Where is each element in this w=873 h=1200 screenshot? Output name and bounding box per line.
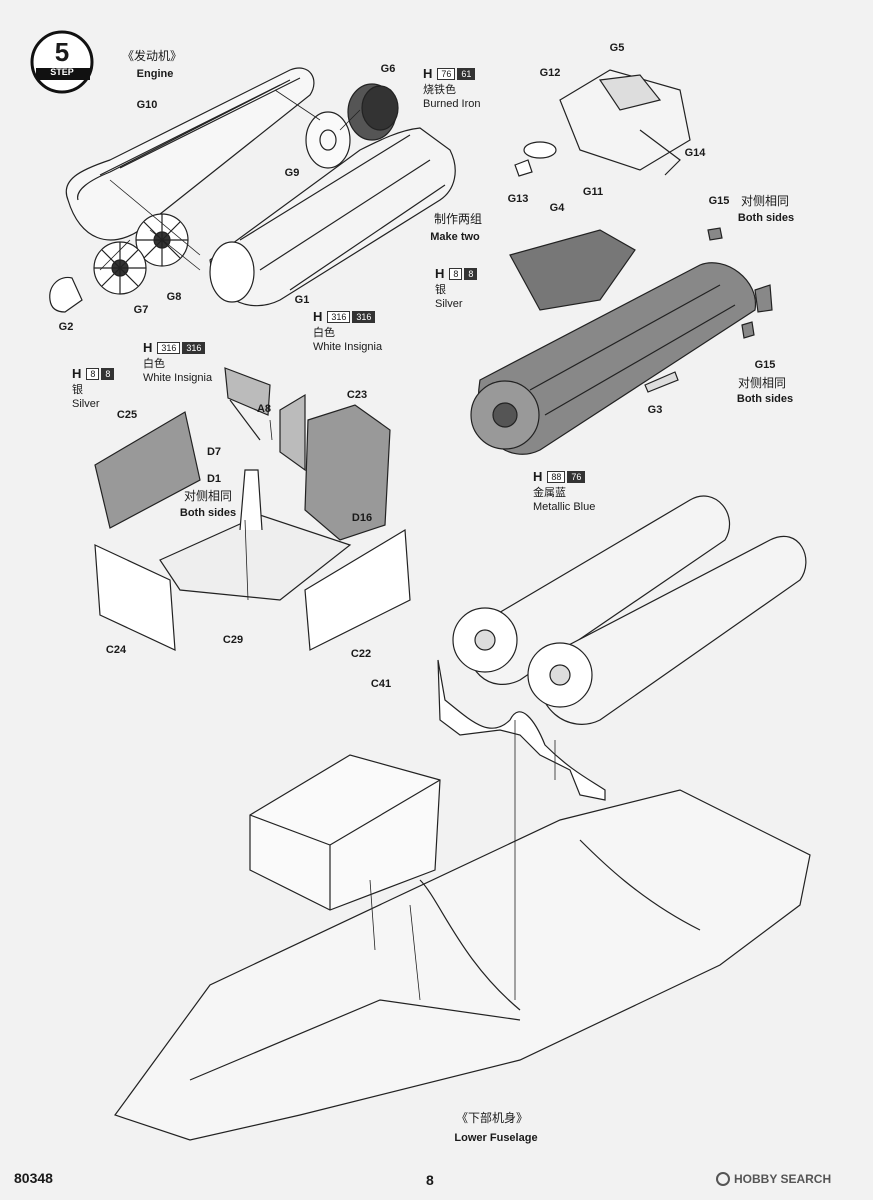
part-label-g3: G3 (647, 404, 663, 416)
part-label-c29: C29 (222, 634, 244, 646)
part-label-g12: G12 (539, 67, 561, 79)
engine-cover-g10 (65, 67, 315, 241)
engine-body-g1 (209, 127, 456, 307)
part-label-g15-bottom: G15 (754, 359, 776, 371)
paint-cn-silver-2: 银 (435, 284, 446, 296)
lower-fuselage-title-en: Lower Fuselage (454, 1132, 538, 1144)
part-label-a8: A8 (256, 403, 272, 415)
part-label-c25: C25 (116, 409, 138, 421)
step-label: STEP (50, 67, 74, 77)
floor-c29 (159, 469, 352, 601)
engine-title-en: Engine (136, 68, 174, 80)
step-badge (30, 30, 94, 94)
side-panel-c22 (304, 528, 411, 651)
part-label-g2: G2 (58, 321, 74, 333)
part-label-g8: G8 (166, 291, 182, 303)
note-both-sides-en-3: Both sides (179, 507, 237, 519)
lower-fuselage (114, 789, 811, 1141)
note-both-sides-cn-2: 对侧相同 (737, 376, 787, 390)
paint-cn-silver-1: 银 (72, 384, 83, 396)
equipment-bay-box (249, 754, 441, 911)
paint-callout-white-insignia-1: H 316 316 (313, 309, 376, 324)
paint-cn-burned-iron: 烧铁色 (423, 84, 456, 96)
note-both-sides-cn-1: 对侧相同 (740, 194, 790, 208)
part-label-c23: C23 (346, 389, 368, 401)
part-label-g11: G11 (582, 186, 604, 198)
paint-cn-metallic-blue: 金属蓝 (533, 487, 566, 499)
paint-cn-white-insignia-2: 白色 (143, 358, 165, 370)
hobby-search-logo-icon (716, 1172, 730, 1186)
watermark-text: HOBBY SEARCH (734, 1172, 832, 1186)
note-make-two-cn: 制作两组 (433, 212, 483, 226)
fan-g7 (93, 241, 147, 295)
paint-callout-silver-1: H 8 8 (72, 366, 115, 381)
paint-en-silver-1: Silver (72, 398, 100, 410)
paint-cn-white-insignia-1: 白色 (313, 327, 335, 339)
page-number: 8 (426, 1172, 434, 1188)
paint-callout-silver-2: H 8 8 (435, 266, 478, 281)
burner-can-g6 (347, 83, 399, 141)
disc-g9 (305, 111, 351, 169)
paint-en-burned-iron: Burned Iron (423, 98, 481, 110)
side-panel-c24 (94, 544, 176, 651)
paint-callout-white-insignia-2: H 316 316 (143, 340, 206, 355)
part-label-c22: C22 (350, 648, 372, 660)
part-label-g7: G7 (133, 304, 149, 316)
part-label-g10: G10 (136, 99, 158, 111)
frame-a8 (224, 367, 306, 472)
bulkhead-c41 (437, 659, 606, 801)
note-both-sides-cn-3: 对侧相同 (183, 489, 233, 503)
paint-en-silver-2: Silver (435, 298, 463, 310)
part-label-g14: G14 (684, 147, 706, 159)
gearbox-assembly (514, 69, 691, 177)
part-label-g6: G6 (380, 63, 396, 75)
part-label-g1: G1 (294, 294, 310, 306)
hobby-search-watermark: HOBBY SEARCH (716, 1172, 831, 1186)
paint-en-metallic-blue: Metallic Blue (533, 501, 596, 513)
lower-fuselage-title-cn: 《下部机身》 (455, 1111, 529, 1125)
paint-callout-metallic-blue: H 88 76 (533, 469, 586, 484)
part-label-d1: D1 (206, 473, 222, 485)
bay-panel-c23 (304, 404, 391, 541)
part-label-c24: C24 (105, 644, 127, 656)
note-make-two-en: Make two (430, 231, 480, 243)
part-label-g15-top: G15 (708, 195, 730, 207)
part-label-g4: G4 (549, 202, 565, 214)
part-label-d7: D7 (206, 446, 222, 458)
painted-engine-assembly (470, 227, 773, 455)
paint-callout-burned-iron: H 76 61 (423, 66, 476, 81)
step-number: 5 (54, 37, 70, 67)
part-label-g13: G13 (507, 193, 529, 205)
part-label-d16: D16 (351, 512, 373, 524)
guide-lines (99, 89, 556, 1001)
part-label-c41: C41 (370, 678, 392, 690)
part-label-g5: G5 (609, 42, 625, 54)
nose-cone-g2 (49, 276, 83, 313)
paint-en-white-insignia-1: White Insignia (313, 341, 383, 353)
note-both-sides-en-1: Both sides (737, 212, 795, 224)
model-number: 80348 (14, 1170, 53, 1186)
twin-engines-assembly (452, 495, 807, 725)
engine-title-cn: 《发动机》 (121, 49, 183, 63)
note-both-sides-en-2: Both sides (736, 393, 794, 405)
paint-en-white-insignia-2: White Insignia (143, 372, 213, 384)
bay-panel-c25 (94, 411, 201, 529)
part-label-g9: G9 (284, 167, 300, 179)
